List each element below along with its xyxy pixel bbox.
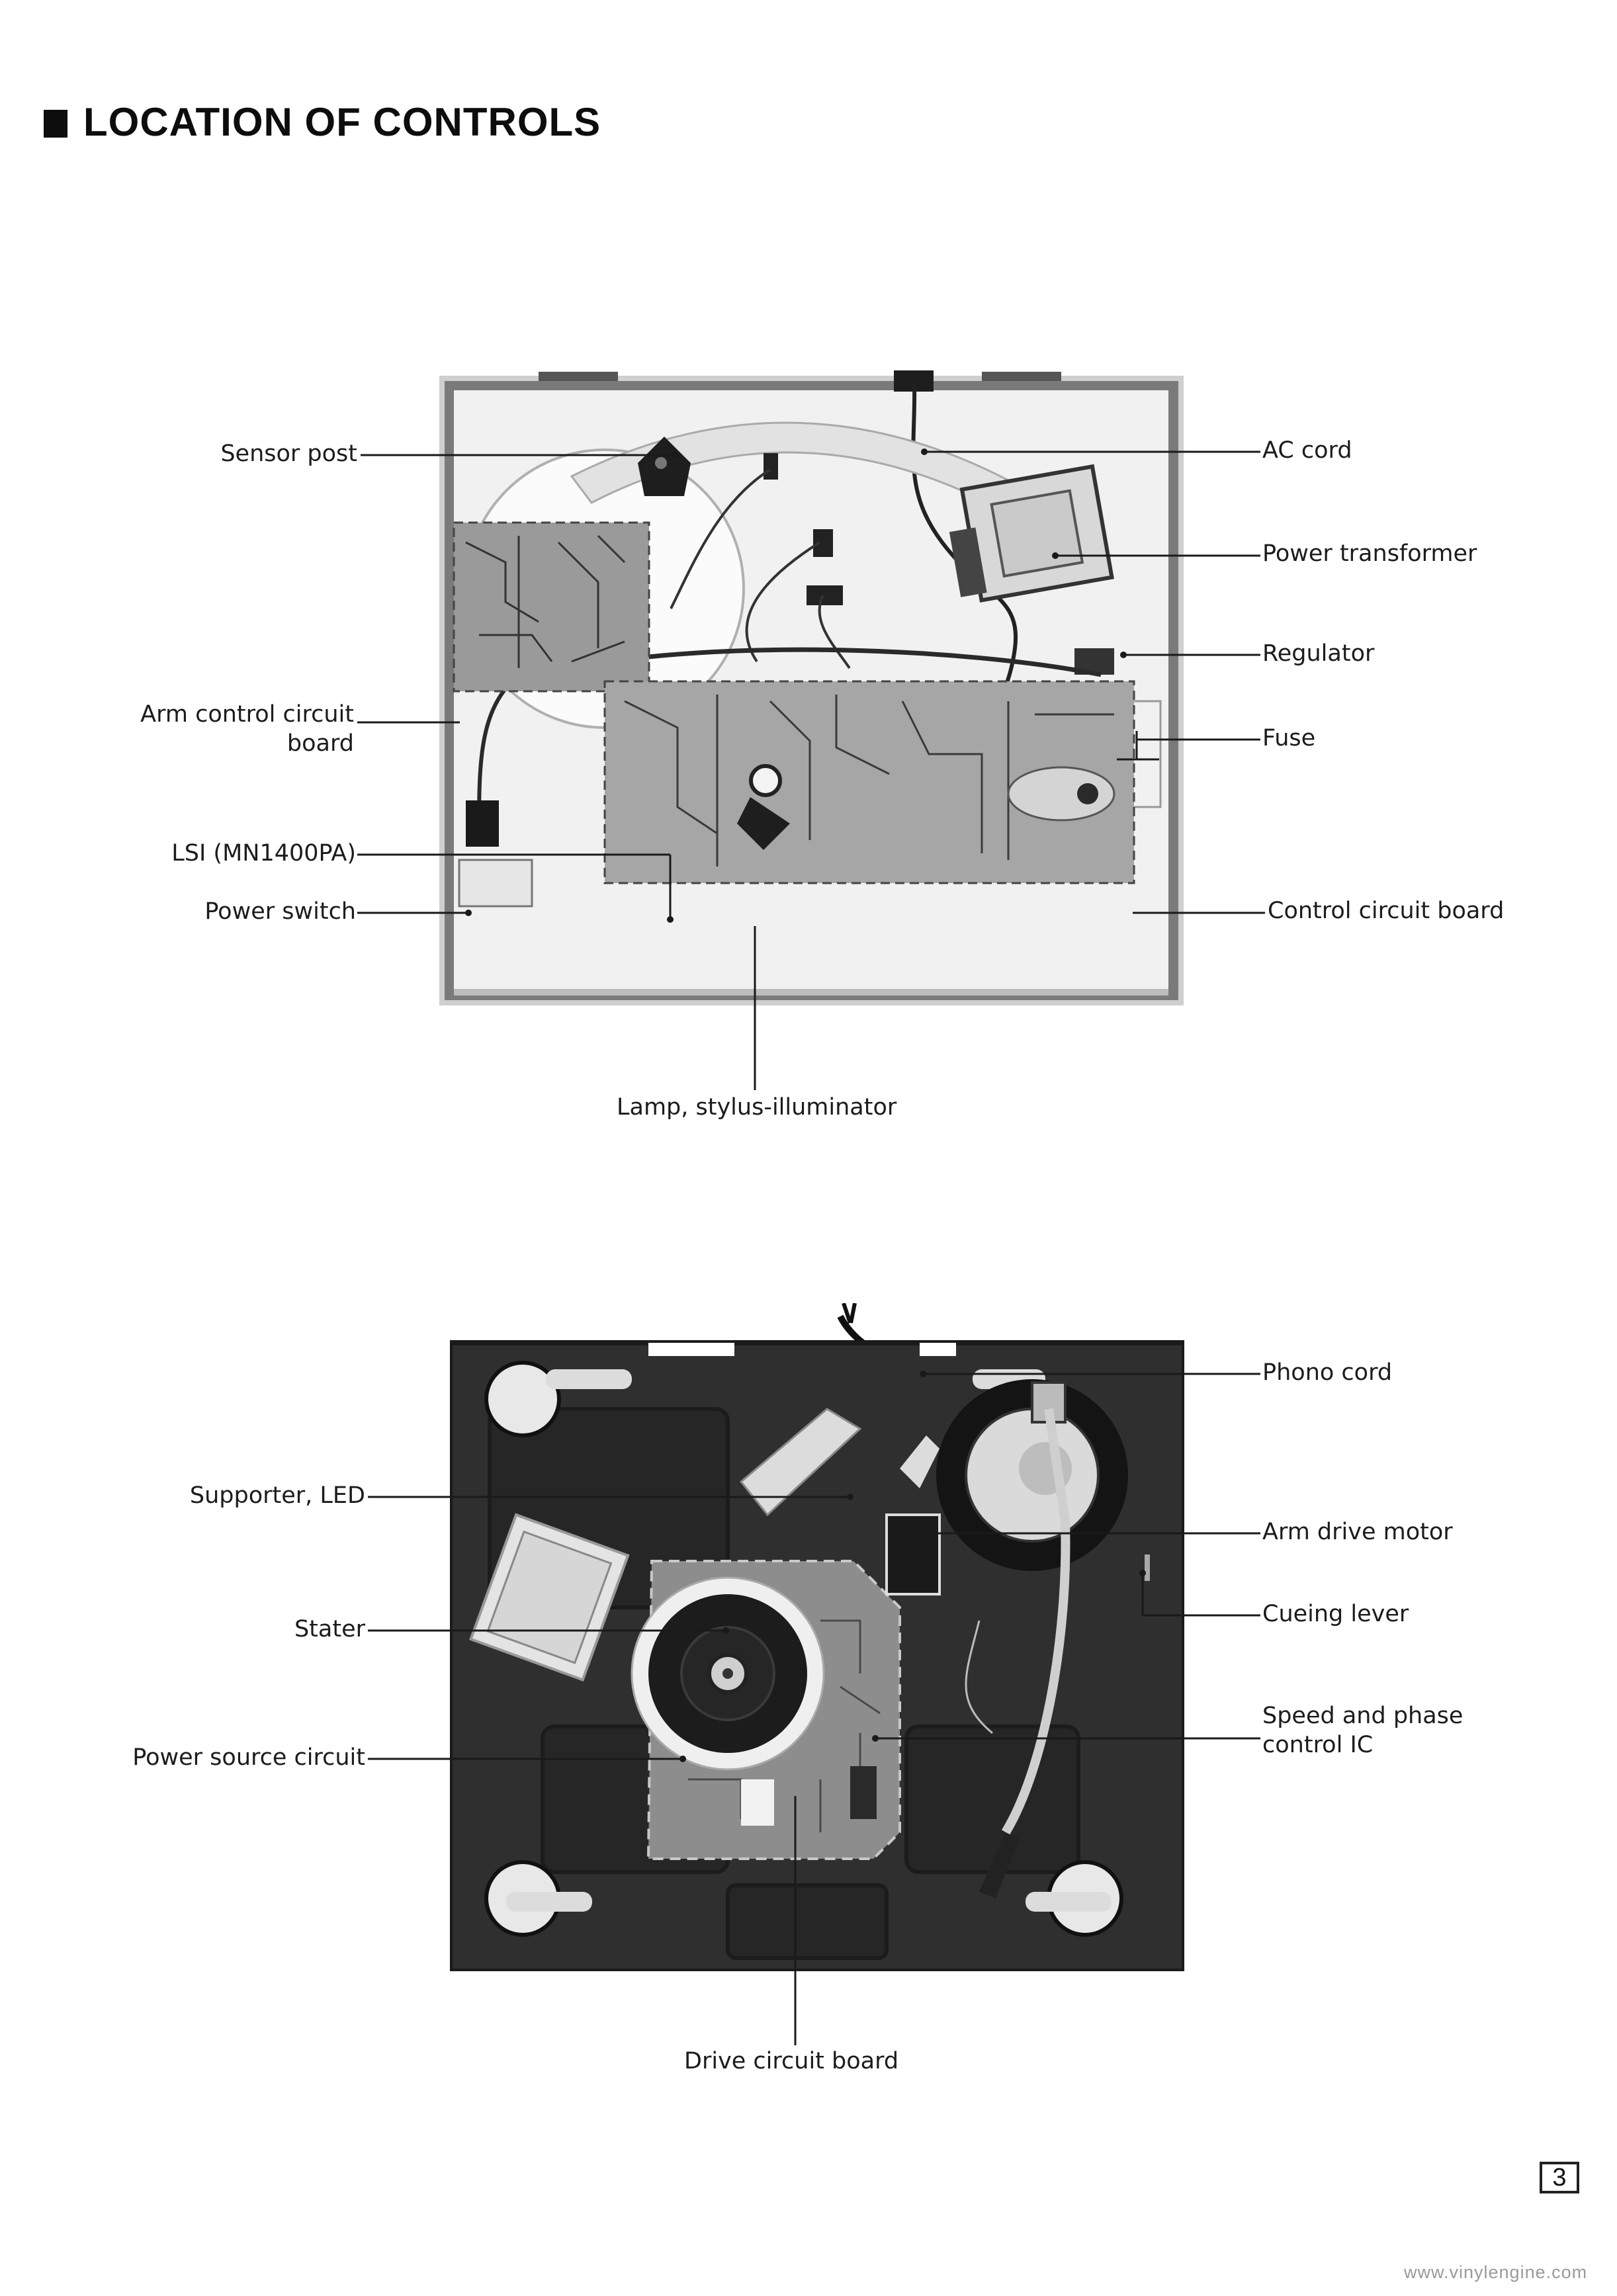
label-line: Arm control circuit	[140, 701, 354, 728]
label-supporter-led: Supporter, LED	[189, 1482, 365, 1509]
watermark: www.vinylengine.com	[1404, 2262, 1588, 2282]
label-arm-drive-motor: Arm drive motor	[1262, 1519, 1453, 1545]
label-control-circuit-board: Control circuit board	[1268, 898, 1505, 924]
label-lsi: LSI (MN1400PA)	[171, 840, 356, 867]
label-line: board	[286, 730, 354, 757]
photo-bottom-chassis	[450, 1303, 1184, 1971]
label-power-source-circuit: Power source circuit	[132, 1744, 365, 1771]
label-cueing-lever: Cueing lever	[1262, 1601, 1409, 1627]
label-regulator: Regulator	[1262, 640, 1375, 667]
label-ac-cord: AC cord	[1262, 437, 1352, 464]
label-sensor-post: Sensor post	[220, 441, 357, 467]
label-drive-circuit-board: Drive circuit board	[684, 2048, 899, 2074]
label-line: Speed and phase	[1262, 1703, 1464, 1729]
photo-top-chassis	[439, 370, 1184, 1005]
label-arm-control-circuit-board: Arm control circuit board	[79, 700, 354, 758]
label-stater: Stater	[294, 1616, 365, 1642]
page-title: LOCATION OF CONTROLS	[44, 99, 601, 145]
label-power-switch: Power switch	[204, 898, 356, 925]
label-fuse: Fuse	[1262, 725, 1316, 751]
square-bullet-icon	[44, 109, 67, 138]
label-line: control IC	[1262, 1732, 1374, 1758]
label-lamp-stylus-illuminator: Lamp, stylus-illuminator	[617, 1094, 897, 1121]
label-phono-cord: Phono cord	[1262, 1359, 1393, 1386]
page-number: 3	[1540, 2162, 1579, 2193]
page-title-text: LOCATION OF CONTROLS	[83, 100, 601, 144]
label-power-transformer: Power transformer	[1262, 540, 1477, 567]
label-speed-phase-control-ic: Speed and phase control IC	[1262, 1701, 1463, 1760]
